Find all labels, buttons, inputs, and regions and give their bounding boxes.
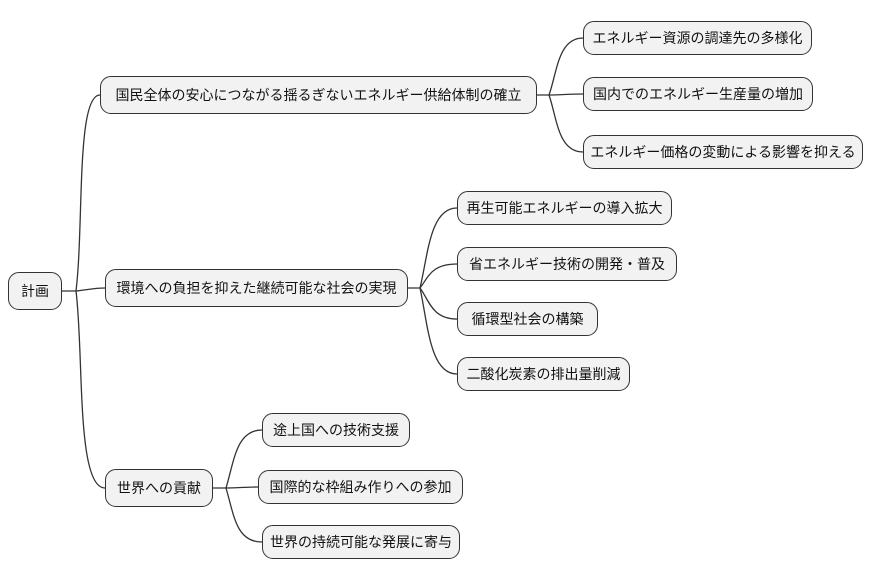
leaf-node-diversify-procurement: エネルギー資源の調達先の多様化 (583, 21, 812, 55)
leaf-node-tech-support-developing: 途上国への技術支援 (262, 413, 410, 447)
connector-branch1-child2 (548, 93, 584, 96)
connector-branch3-child2 (225, 486, 259, 489)
connector-root-branch1 (75, 94, 101, 292)
branch-node-sustainable-society: 環境への負担を抑えた継続可能な社会の実現 (105, 269, 408, 307)
leaf-node-domestic-production: 国内でのエネルギー生産量の増加 (583, 77, 813, 111)
connector-root-branch2 (75, 287, 106, 292)
leaf-node-price-fluctuation: エネルギー価格の変動による影響を抑える (583, 135, 863, 169)
connector-branch2-child2 (419, 263, 458, 289)
leaf-node-international-framework: 国際的な枠組み作りへの参加 (258, 470, 463, 504)
leaf-node-co2-reduction: 二酸化炭素の排出量削減 (457, 357, 630, 391)
root-node-plan: 計画 (8, 272, 62, 310)
connector-branch3-child3 (225, 487, 263, 543)
branch-node-world-contribution: 世界への貢献 (105, 469, 213, 507)
connector-branch2-child4 (419, 287, 458, 375)
leaf-node-world-sustainable-development: 世界の持続可能な発展に寄与 (262, 525, 460, 559)
branch-node-energy-supply: 国民全体の安心につながる揺るぎないエネルギー供給体制の確立 (100, 76, 537, 114)
connector-branch1-child3 (548, 94, 584, 153)
connector-branch2-child3 (419, 287, 458, 320)
leaf-node-energy-saving-tech: 省エネルギー技術の開発・普及 (457, 247, 677, 281)
connector-root-branch3 (75, 290, 106, 489)
leaf-node-renewable-energy: 再生可能エネルギーの導入拡大 (457, 191, 672, 225)
leaf-node-recycling-society: 循環型社会の構築 (457, 302, 598, 336)
connector-branch3-child1 (225, 429, 263, 489)
connector-branch1-child1 (548, 37, 584, 96)
connector-branch2-child1 (419, 207, 458, 289)
